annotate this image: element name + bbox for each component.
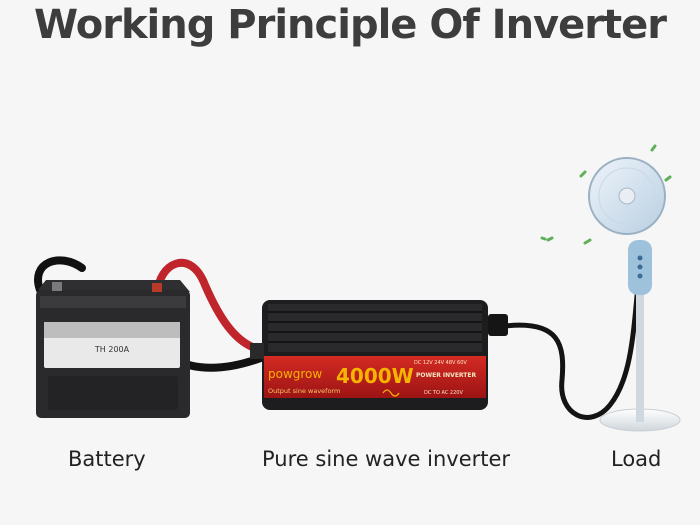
fan-load — [540, 144, 681, 432]
positive-terminal — [152, 283, 162, 292]
inverter-brand: powgrow — [268, 367, 322, 381]
positive-cable — [154, 259, 266, 354]
inverter-subtitle: Output sine waveform — [268, 387, 340, 395]
inverter-panel — [264, 356, 486, 398]
battery — [36, 280, 190, 418]
sine-wave-icon — [382, 389, 400, 397]
dc-input-terminal — [250, 343, 264, 359]
load-caption: Load — [611, 447, 662, 471]
ac-power-cable — [502, 282, 641, 420]
inverter-caption: Pure sine wave inverter — [262, 447, 511, 471]
inverter-label: POWER INVERTER — [416, 372, 476, 379]
battery-caption: Battery — [68, 447, 146, 471]
inverter-power: 4000W — [336, 364, 414, 388]
battery-label: TH 200A — [94, 345, 130, 354]
air-flow-marks — [540, 144, 672, 245]
inverter-conversion: DC TO AC 220V — [424, 390, 463, 396]
inverter — [250, 300, 508, 410]
inverter-voltages: DC 12V 24V 48V 60V — [414, 360, 467, 366]
page-title: Working Principle Of Inverter — [34, 2, 667, 48]
ac-socket — [488, 314, 508, 336]
negative-terminal — [52, 282, 62, 291]
